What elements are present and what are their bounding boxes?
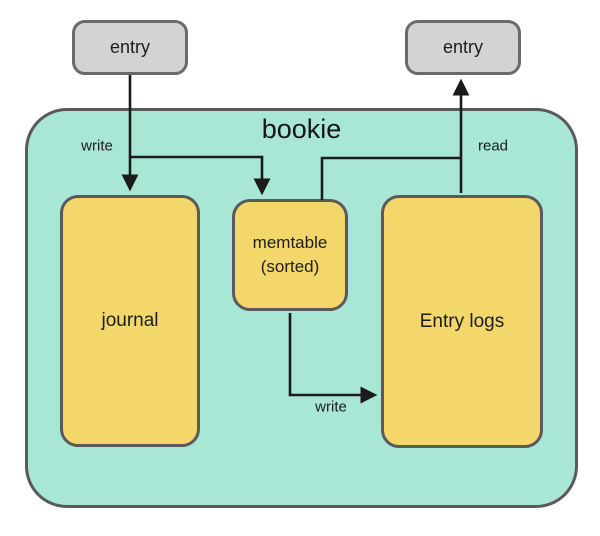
- journal-node-label: journal: [101, 310, 159, 331]
- edge-label-write-bottom: write: [315, 398, 347, 416]
- entry-logs-node: Entry logs: [381, 195, 543, 448]
- memtable-node: memtable (sorted): [232, 199, 348, 311]
- entry-logs-node-label: Entry logs: [419, 310, 505, 332]
- memtable-node-label-line1: memtable: [252, 233, 328, 253]
- entry-node-right: entry: [405, 20, 521, 75]
- entry-node-right-label: entry: [442, 37, 484, 57]
- entry-node-left: entry: [72, 20, 188, 75]
- entry-node-left-label: entry: [109, 37, 151, 57]
- edge-label-read: read: [477, 137, 509, 155]
- journal-node: journal: [60, 195, 200, 447]
- bookie-title: bookie: [261, 114, 342, 144]
- edge-label-write-top: write: [81, 137, 113, 155]
- memtable-node-label-line2: (sorted): [260, 257, 320, 276]
